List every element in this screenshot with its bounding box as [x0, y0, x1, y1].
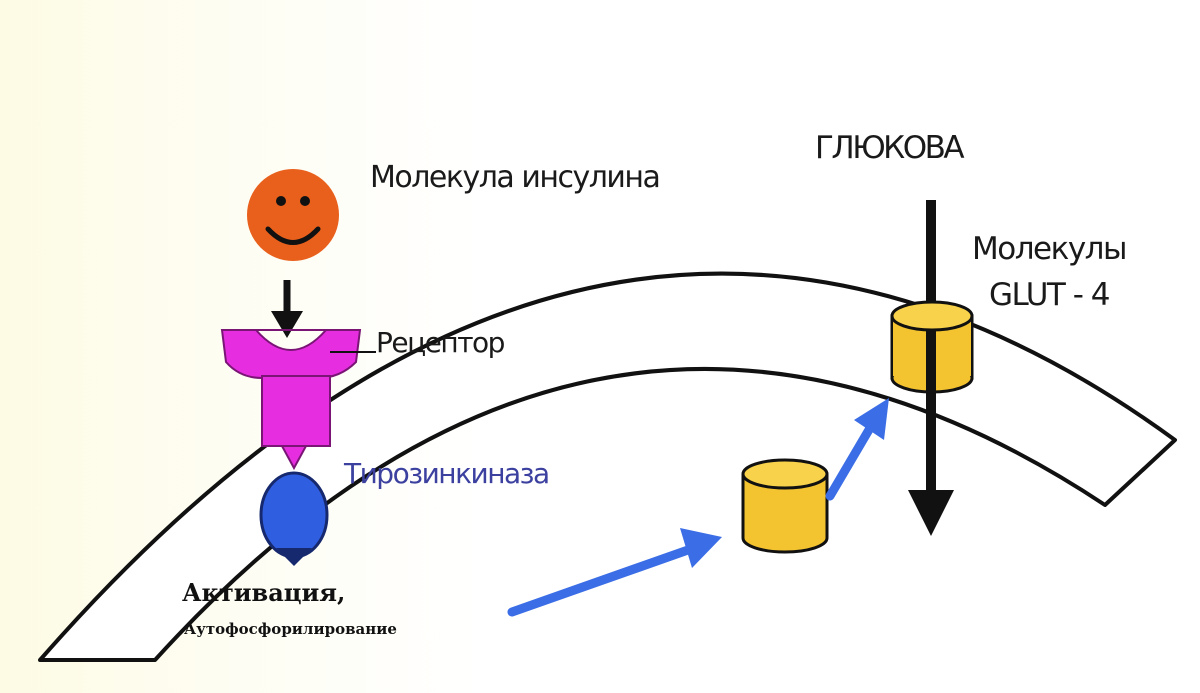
- insulin-binding-arrow-icon: [271, 280, 303, 338]
- glucose-label: ГЛЮКОВА: [815, 130, 965, 166]
- receptor-icon: [220, 329, 362, 471]
- translocation-arrow-2-icon: [825, 398, 889, 501]
- autophosphorylation-label: Аутофосфорилирование: [184, 620, 397, 638]
- tyrosine-kinase-label: Тирозинкиназа: [344, 457, 550, 490]
- glut4-label-line1: Молекулы: [972, 231, 1127, 267]
- translocation-arrow-1-icon: [507, 528, 722, 617]
- receptor-label: Рецептор: [376, 326, 505, 359]
- tyrosine-kinase-icon: [259, 471, 329, 566]
- glut4-label: Молекулы GLUT - 4: [972, 226, 1127, 318]
- glut4-label-line2: GLUT - 4: [988, 277, 1110, 313]
- insulin-molecule-icon: [247, 169, 339, 261]
- glut4-membrane-cylinder-icon: [890, 300, 974, 394]
- insulin-molecule-label: Молекула инсулина: [370, 160, 661, 195]
- activation-label: Активация,: [182, 578, 346, 607]
- glut4-vesicle-cylinder-icon: [741, 458, 829, 554]
